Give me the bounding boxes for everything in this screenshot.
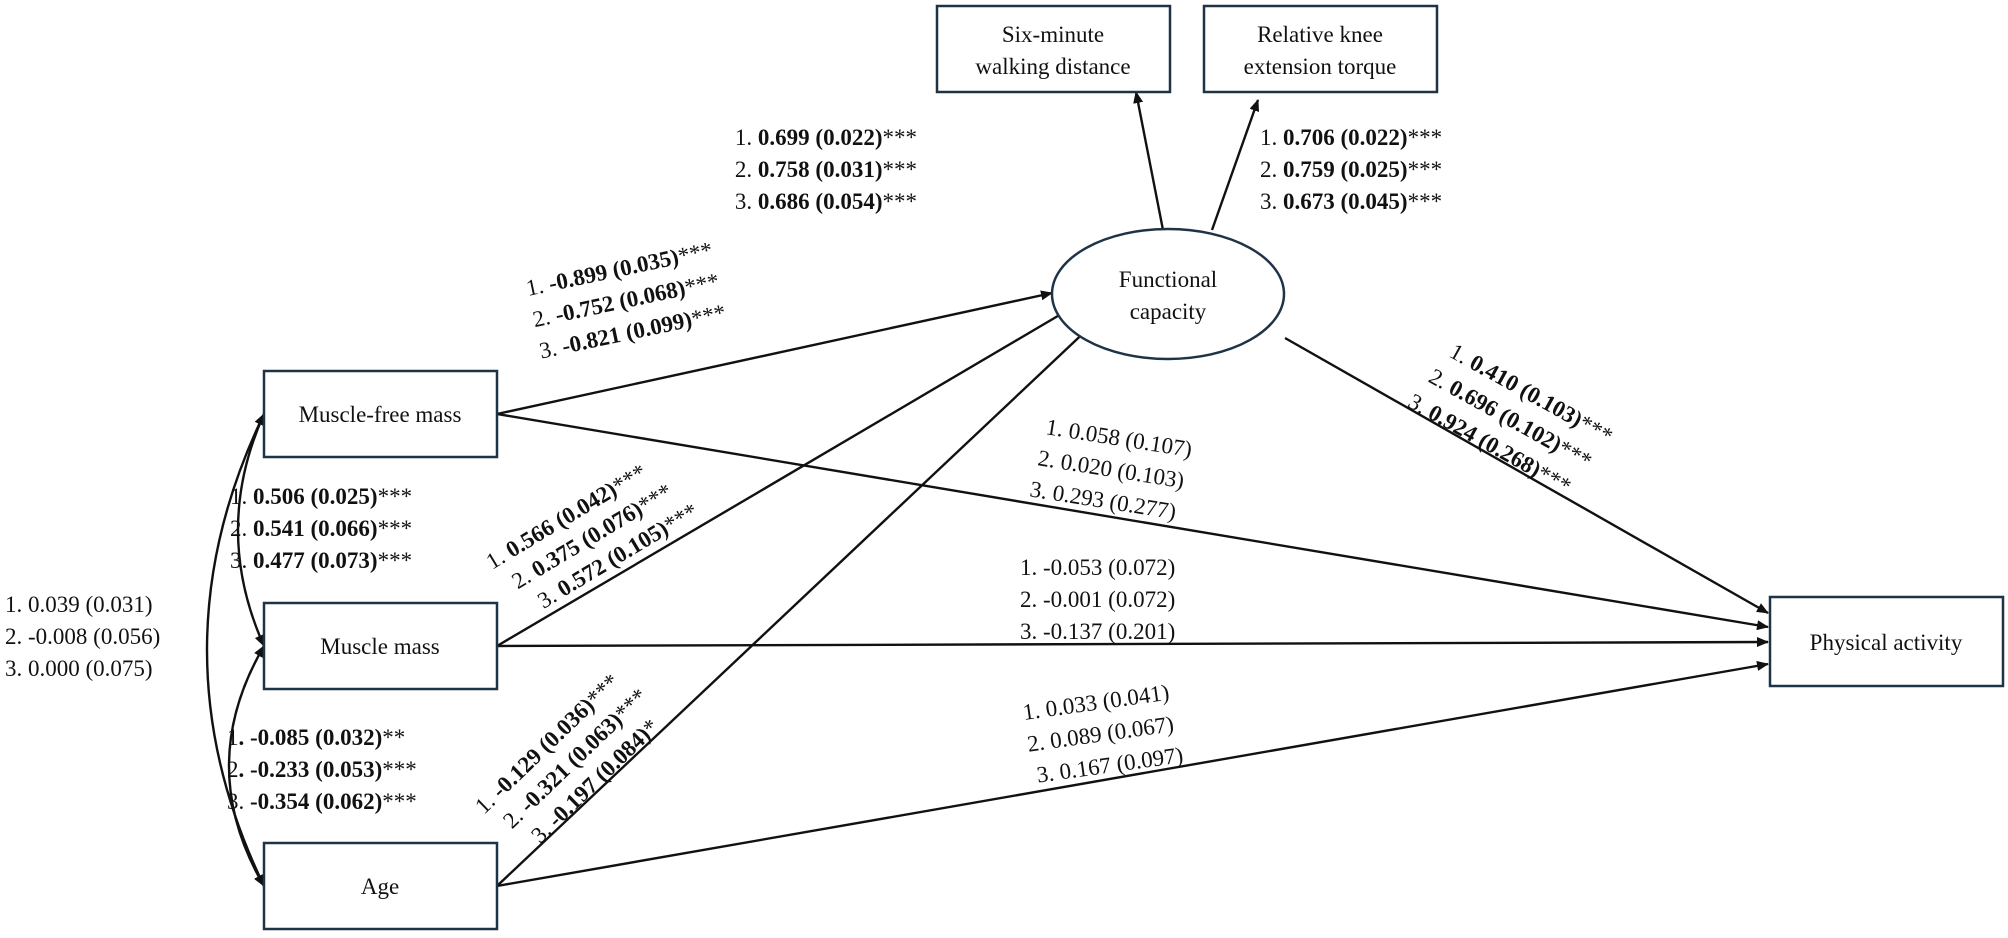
coef-muscle-free-muscle-mass: 1. 0.506 (0.025)*** 2. 0.541 (0.066)*** … (230, 484, 412, 573)
path-fc-to-knee-torque (1210, 99, 1260, 231)
node-muscle-free-label: Muscle-free mass (299, 402, 462, 427)
covariance-muscle-mass-age (227, 645, 266, 887)
node-muscle-mass: Muscle mass (262, 601, 499, 691)
coef-fc-to-physical-activity: 1. 0.410 (0.103)*** 2. 0.696 (0.102)*** … (1404, 339, 1617, 499)
coef-line: 2. 0.758 (0.031)*** (735, 157, 917, 182)
node-functional-capacity: Functional capacity (1050, 227, 1286, 361)
node-physical-activity: Physical activity (1768, 595, 2005, 688)
node-relative-knee-extension-torque: Relative knee extension torque (1202, 4, 1439, 94)
coef-line: 2. -0.008 (0.056) (5, 624, 160, 649)
coef-line: 1. 0.706 (0.022)*** (1260, 125, 1442, 150)
node-six-minute-walking-distance: Six-minute walking distance (935, 4, 1172, 94)
coef-line: 1. 0.506 (0.025)*** (230, 484, 412, 509)
coef-muscle-mass-age: 1. -0.085 (0.032)** 2. -0.233 (0.053)***… (227, 725, 417, 814)
coef-line: 1. -0.085 (0.032)** (227, 725, 405, 750)
coef-muscle-free-to-physical-activity: 1. 0.058 (0.107) 2. 0.020 (0.103) 3. 0.2… (1028, 414, 1194, 524)
node-knee-torque-line2: extension torque (1244, 54, 1397, 79)
coef-age-to-physical-activity: 1. 0.033 (0.041) 2. 0.089 (0.067) 3. 0.1… (1021, 680, 1184, 788)
coef-line: 1. -0.053 (0.072) (1020, 555, 1175, 580)
coef-line: 1. 0.699 (0.022)*** (735, 125, 917, 150)
node-functional-line1: Functional (1119, 267, 1217, 292)
path-muscle-mass-to-physical-activity (496, 637, 1769, 648)
node-functional-line2: capacity (1130, 299, 1207, 324)
coef-line: 3. 0.686 (0.054)*** (735, 189, 917, 214)
node-physical-activity-label: Physical activity (1810, 630, 1963, 655)
coef-line: 3. -0.354 (0.062)*** (227, 789, 417, 814)
covariance-muscle-free-muscle-mass (236, 413, 266, 647)
node-muscle-mass-label: Muscle mass (320, 634, 440, 659)
coef-line: 2. -0.233 (0.053)*** (227, 757, 417, 782)
coef-line: 3. 0.000 (0.075) (5, 656, 153, 681)
coef-muscle-mass-to-physical-activity: 1. -0.053 (0.072) 2. -0.001 (0.072) 3. -… (1020, 555, 1175, 644)
coef-line: 3. 0.673 (0.045)*** (1260, 189, 1442, 214)
coef-muscle-mass-to-fc: 1. 0.566 (0.042)*** 2. 0.375 (0.076)*** … (482, 459, 702, 613)
path-fc-to-six-minute (1133, 91, 1165, 231)
coef-age-to-fc: 1. -0.129 (0.036)*** 2. -0.321 (0.063)**… (470, 669, 663, 848)
coef-muscle-free-age: 1. 0.039 (0.031) 2. -0.008 (0.056) 3. 0.… (5, 592, 160, 681)
coef-line: 2. 0.541 (0.066)*** (230, 516, 412, 541)
covariance-muscle-free-age (205, 413, 266, 887)
path-muscle-free-to-physical-activity (496, 412, 1769, 631)
coef-fc-to-six-minute: 1. 0.699 (0.022)*** 2. 0.758 (0.031)*** … (735, 125, 917, 214)
coef-muscle-free-to-fc: 1. -0.899 (0.035)*** 2. -0.752 (0.068)**… (524, 237, 728, 364)
path-muscle-free-to-fc (496, 290, 1053, 416)
path-muscle-mass-to-fc (496, 308, 1069, 648)
coef-line: 3. -0.137 (0.201) (1020, 619, 1175, 644)
coef-line: 2. 0.759 (0.025)*** (1260, 157, 1442, 182)
node-muscle-free-mass: Muscle-free mass (262, 369, 499, 459)
coef-line: 2. -0.001 (0.072) (1020, 587, 1175, 612)
coef-line: 3. 0.477 (0.073)*** (230, 548, 412, 573)
path-age-to-physical-activity (496, 660, 1769, 888)
coef-fc-to-knee-torque: 1. 0.706 (0.022)*** 2. 0.759 (0.025)*** … (1260, 125, 1442, 214)
node-knee-torque-line1: Relative knee (1257, 22, 1383, 47)
path-fc-to-physical-activity (1284, 336, 1769, 615)
node-six-minute-line2: walking distance (975, 54, 1130, 79)
node-age: Age (262, 841, 499, 931)
path-age-to-fc (496, 324, 1093, 887)
coef-line: 1. 0.039 (0.031) (5, 592, 153, 617)
node-age-label: Age (361, 874, 399, 899)
node-six-minute-line1: Six-minute (1002, 22, 1104, 47)
